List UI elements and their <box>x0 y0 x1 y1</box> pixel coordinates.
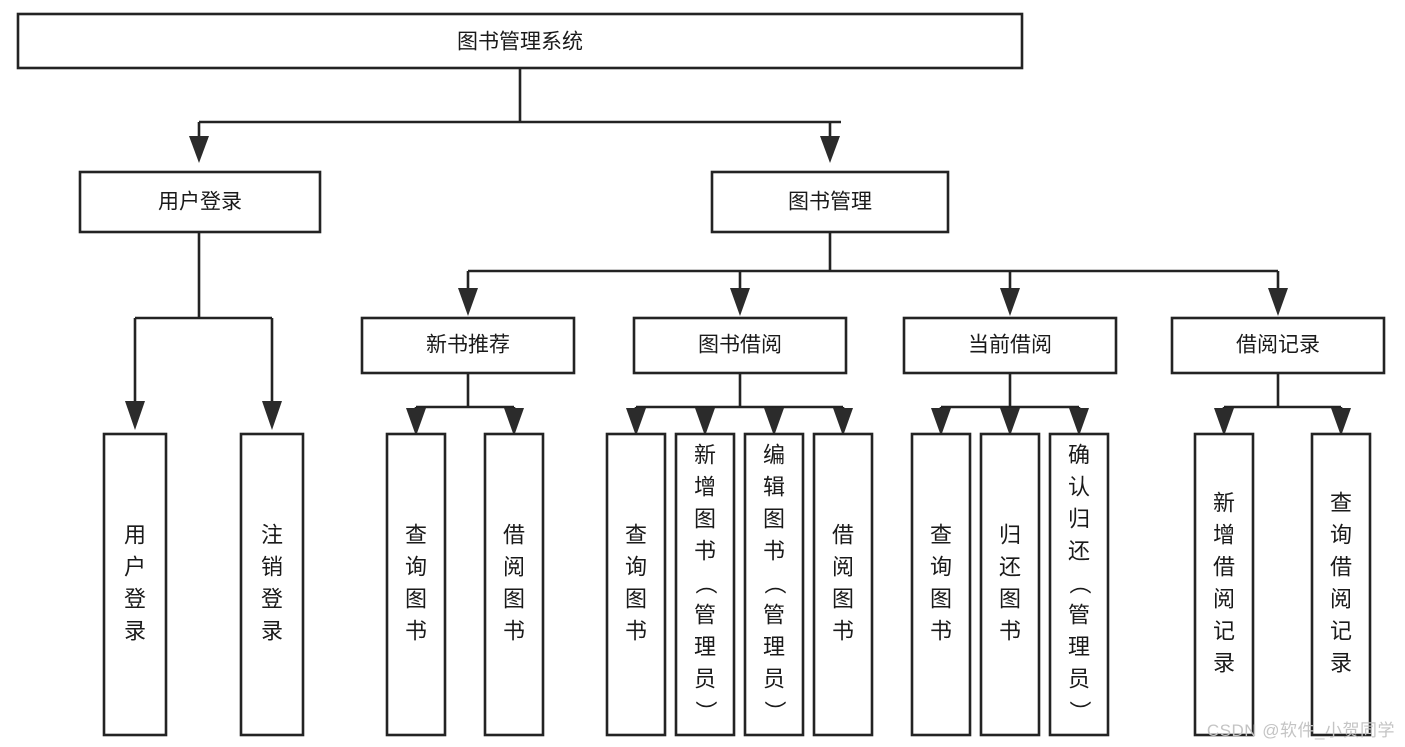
svg-text:（: （ <box>693 572 718 594</box>
node-current-borrow[interactable]: 当前借阅 <box>902 316 1118 375</box>
connector-group-user-login <box>125 232 282 430</box>
connector-group-current-borrow <box>931 373 1089 436</box>
node-leaf-user-logout-box[interactable] <box>239 432 305 737</box>
connector-group-root <box>189 68 841 163</box>
connector-group-borrow-record <box>1214 373 1351 436</box>
arrow-bm-c4-icon <box>1268 288 1288 316</box>
node-leaf-query-book-3-box[interactable] <box>910 432 972 737</box>
node-leaf-query-book-1[interactable]: 查询图书 <box>385 432 447 737</box>
svg-text:（: （ <box>1067 572 1092 594</box>
node-leaf-confirm-return-box[interactable] <box>1048 432 1110 737</box>
arrow-bb-l2-icon <box>695 408 715 436</box>
node-root-label: 图书管理系统 <box>457 31 583 54</box>
node-leaf-query-record-label: 查询借阅记录 <box>1330 491 1352 676</box>
node-leaf-return-book-label: 归还图书 <box>999 523 1021 644</box>
arrow-br-l1-icon <box>1214 408 1234 436</box>
node-borrow-record-box[interactable] <box>1170 316 1386 375</box>
arrow-cb-l3-icon <box>1069 408 1089 436</box>
node-leaf-edit-book-label: 编辑图书管理员 <box>763 443 785 692</box>
connector-group-new-book-rec <box>406 373 524 436</box>
node-user-login[interactable]: 用户登录 <box>78 170 322 234</box>
node-leaf-query-book-1-box[interactable] <box>385 432 447 737</box>
node-leaf-borrow-book-1-box[interactable] <box>483 432 545 737</box>
node-leaf-query-book-2-box[interactable] <box>605 432 667 737</box>
svg-text:）: ） <box>693 700 718 722</box>
node-leaf-confirm-return-label: 确认归还管理员 <box>1068 443 1090 692</box>
node-current-borrow-label: 当前借阅 <box>968 334 1052 357</box>
node-new-book-rec-box[interactable] <box>360 316 576 375</box>
arrow-user-login-l1-icon <box>125 401 145 430</box>
arrow-bb-l1-icon <box>626 408 646 436</box>
arrow-bb-l4-icon <box>833 408 853 436</box>
node-root[interactable]: 图书管理系统 <box>16 12 1024 70</box>
node-leaf-borrow-book-1[interactable]: 借阅图书 <box>483 432 545 737</box>
node-book-borrow-box[interactable] <box>632 316 848 375</box>
node-new-book-rec-label: 新书推荐 <box>426 334 510 357</box>
node-leaf-user-login[interactable]: 用户登录 <box>102 432 168 737</box>
arrow-nbr-l1-icon <box>406 408 426 436</box>
node-leaf-add-record-box[interactable] <box>1193 432 1255 737</box>
node-leaf-edit-book[interactable]: 编辑图书管理员 （ ） <box>743 432 805 737</box>
node-leaf-add-record-label: 新增借阅记录 <box>1213 491 1235 676</box>
csdn-watermark: CSDN @软件_小贺同学 <box>1206 721 1395 740</box>
node-leaf-borrow-book-2-box[interactable] <box>812 432 874 737</box>
node-leaf-edit-book-box[interactable] <box>743 432 805 737</box>
node-book-manage-label: 图书管理 <box>788 191 872 214</box>
arrow-cb-l1-icon <box>931 408 951 436</box>
arrow-root-to-user-login-icon <box>189 136 209 163</box>
node-user-login-box[interactable] <box>78 170 322 234</box>
node-book-manage[interactable]: 图书管理 <box>710 170 950 234</box>
node-leaf-user-login-box[interactable] <box>102 432 168 737</box>
arrow-bm-c3-icon <box>1000 288 1020 316</box>
arrow-bm-c2-icon <box>730 288 750 316</box>
node-leaf-query-book-3[interactable]: 查询图书 <box>910 432 972 737</box>
node-leaf-add-book[interactable]: 新增图书管理员 （ ） <box>674 432 736 737</box>
node-leaf-query-book-2[interactable]: 查询图书 <box>605 432 667 737</box>
node-leaf-user-logout-label: 注销登录 <box>261 523 283 644</box>
node-leaf-borrow-book-2[interactable]: 借阅图书 <box>812 432 874 737</box>
arrow-cb-l2-icon <box>1000 408 1020 436</box>
node-leaf-add-book-label: 新增图书管理员 <box>694 443 716 692</box>
arrow-root-to-book-manage-icon <box>820 136 840 163</box>
node-leaf-return-book-box[interactable] <box>979 432 1041 737</box>
svg-text:）: ） <box>762 700 787 722</box>
node-book-manage-box[interactable] <box>710 170 950 234</box>
svg-text:）: ） <box>1067 700 1092 722</box>
node-leaf-borrow-book-1-label: 借阅图书 <box>503 523 525 644</box>
node-borrow-record-label: 借阅记录 <box>1236 334 1320 357</box>
node-leaf-user-login-label: 用户登录 <box>124 523 146 644</box>
node-leaf-borrow-book-2-label: 借阅图书 <box>832 523 854 644</box>
node-new-book-rec[interactable]: 新书推荐 <box>360 316 576 375</box>
node-leaf-return-book[interactable]: 归还图书 <box>979 432 1041 737</box>
node-leaf-confirm-return[interactable]: 确认归还管理员 （ ） <box>1048 432 1110 737</box>
arrow-user-login-l2-icon <box>262 401 282 430</box>
connector-group-book-borrow <box>626 373 853 436</box>
node-leaf-user-logout[interactable]: 注销登录 <box>239 432 305 737</box>
arrow-bm-c1-icon <box>458 288 478 316</box>
node-current-borrow-box[interactable] <box>902 316 1118 375</box>
node-book-borrow[interactable]: 图书借阅 <box>632 316 848 375</box>
node-leaf-add-record[interactable]: 新增借阅记录 <box>1193 432 1255 737</box>
node-root-box[interactable] <box>16 12 1024 70</box>
arrow-nbr-l2-icon <box>504 408 524 436</box>
node-leaf-query-record-box[interactable] <box>1310 432 1372 737</box>
node-user-login-label: 用户登录 <box>158 191 242 214</box>
node-leaf-query-record[interactable]: 查询借阅记录 <box>1310 432 1372 737</box>
node-borrow-record[interactable]: 借阅记录 <box>1170 316 1386 375</box>
arrow-bb-l3-icon <box>764 408 784 436</box>
node-leaf-query-book-3-label: 查询图书 <box>930 523 952 644</box>
node-leaf-query-book-1-label: 查询图书 <box>405 523 427 644</box>
arrow-br-l2-icon <box>1331 408 1351 436</box>
connector-group-book-manage <box>458 232 1288 316</box>
node-leaf-query-book-2-label: 查询图书 <box>625 523 647 644</box>
node-book-borrow-label: 图书借阅 <box>698 334 782 357</box>
node-leaf-add-book-box[interactable] <box>674 432 736 737</box>
svg-text:（: （ <box>762 572 787 594</box>
